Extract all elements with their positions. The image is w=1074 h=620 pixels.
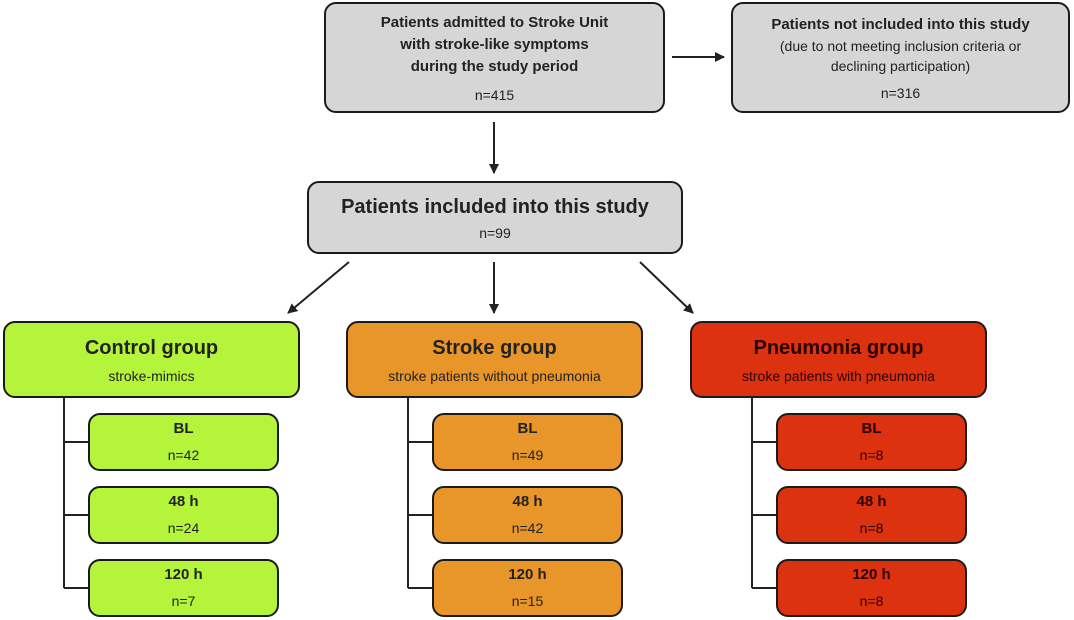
pneumonia-bl-count: n=8 [859,447,884,463]
pneumonia-48h-count: n=8 [859,520,884,536]
pneumonia-120h-label: 120 h [852,566,891,583]
stroke-group-title: Stroke group [432,336,557,359]
pneumonia-120h-count: n=8 [859,593,884,609]
control-120h-box: 120 h n=7 [88,559,279,617]
stroke-48h-count: n=42 [511,520,544,536]
control-bl-label: BL [173,420,194,437]
control-bl-box: BL n=42 [88,413,279,471]
stroke-120h-count: n=15 [511,593,544,609]
control-group-box: Control group stroke-mimics [3,321,300,398]
excluded-count: n=316 [880,84,921,101]
pneumonia-group-title: Pneumonia group [753,336,924,359]
stroke-group-subtitle: stroke patients without pneumonia [388,367,601,384]
stroke-bl-label: BL [517,420,538,437]
stroke-48h-box: 48 h n=42 [432,486,623,544]
control-120h-label: 120 h [164,566,203,583]
included-box: Patients included into this study n=99 [307,181,683,254]
admitted-title-line-2: with stroke-like symptoms [400,35,589,53]
included-count: n=99 [479,224,511,241]
control-48h-label: 48 h [168,493,199,510]
control-group-title: Control group [84,336,219,359]
control-group-subtitle: stroke-mimics [108,367,195,384]
admitted-count: n=415 [474,86,515,103]
included-title: Patients included into this study [341,195,649,218]
excluded-title: Patients not included into this study [771,15,1030,33]
pneumonia-48h-box: 48 h n=8 [776,486,967,544]
stroke-bl-count: n=49 [511,447,544,463]
stroke-120h-label: 120 h [508,566,547,583]
control-bl-count: n=42 [167,447,200,463]
pneumonia-group-box: Pneumonia group stroke patients with pne… [690,321,987,398]
pneumonia-48h-label: 48 h [856,493,887,510]
stroke-group-box: Stroke group stroke patients without pne… [346,321,643,398]
arrow-included-to-pneumonia [639,261,694,314]
pneumonia-bl-label: BL [861,420,882,437]
excluded-box: Patients not included into this study (d… [731,2,1070,113]
excluded-detail-line-1: (due to not meeting inclusion criteria o… [779,37,1022,54]
control-48h-box: 48 h n=24 [88,486,279,544]
pneumonia-group-subtitle: stroke patients with pneumonia [742,367,935,384]
excluded-detail-line-2: declining participation) [830,57,971,74]
arrow-included-to-control [287,261,350,314]
admitted-title-line-3: during the study period [410,57,579,75]
control-48h-count: n=24 [167,520,200,536]
stroke-120h-box: 120 h n=15 [432,559,623,617]
admitted-title-line-1: Patients admitted to Stroke Unit [380,13,609,31]
pneumonia-bl-box: BL n=8 [776,413,967,471]
pneumonia-120h-box: 120 h n=8 [776,559,967,617]
stroke-bl-box: BL n=49 [432,413,623,471]
admitted-box: Patients admitted to Stroke Unit with st… [324,2,665,113]
stroke-48h-label: 48 h [512,493,543,510]
control-120h-count: n=7 [171,593,196,609]
